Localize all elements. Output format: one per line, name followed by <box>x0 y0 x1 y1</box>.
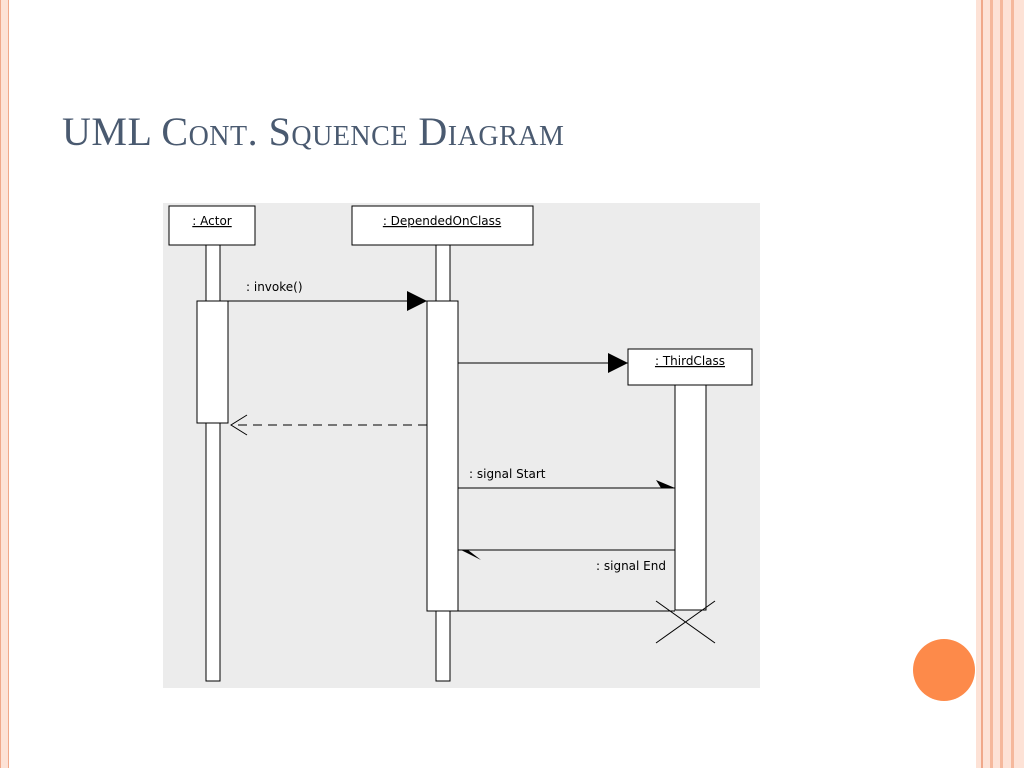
lifeline-thirdclass-label: : ThirdClass <box>655 354 725 368</box>
message-invoke-label: : invoke() <box>246 280 303 294</box>
lifeline-thirdclass: : ThirdClass <box>627 348 753 644</box>
lifeline-dependedonclass: : DependedOnClass <box>351 205 534 682</box>
message-signal-end-label: : signal End <box>596 559 666 573</box>
lifeline-dependedonclass-label: : DependedOnClass <box>383 214 501 228</box>
slide-title: UML Cont. Squence Diagram <box>62 109 565 154</box>
message-signal-start: : signal Start <box>458 467 675 489</box>
left-border-decoration <box>0 0 9 768</box>
activation-actor <box>196 300 229 424</box>
orange-dot-decoration <box>913 639 975 701</box>
lifeline-actor-label: : Actor <box>192 214 232 228</box>
sequence-diagram: : Actor : DependedOnClass : ThirdClass :… <box>163 203 760 688</box>
message-signal-end: : signal End <box>458 549 675 573</box>
message-signal-start-label: : signal Start <box>469 467 546 481</box>
lifeline-actor: : Actor <box>168 205 256 682</box>
destroy-marker <box>655 600 716 644</box>
activation-dependedonclass <box>426 300 459 612</box>
message-return <box>230 414 427 436</box>
message-invoke: : invoke() <box>228 280 427 311</box>
activation-thirdclass <box>674 384 707 611</box>
right-border-decoration <box>976 0 1024 768</box>
